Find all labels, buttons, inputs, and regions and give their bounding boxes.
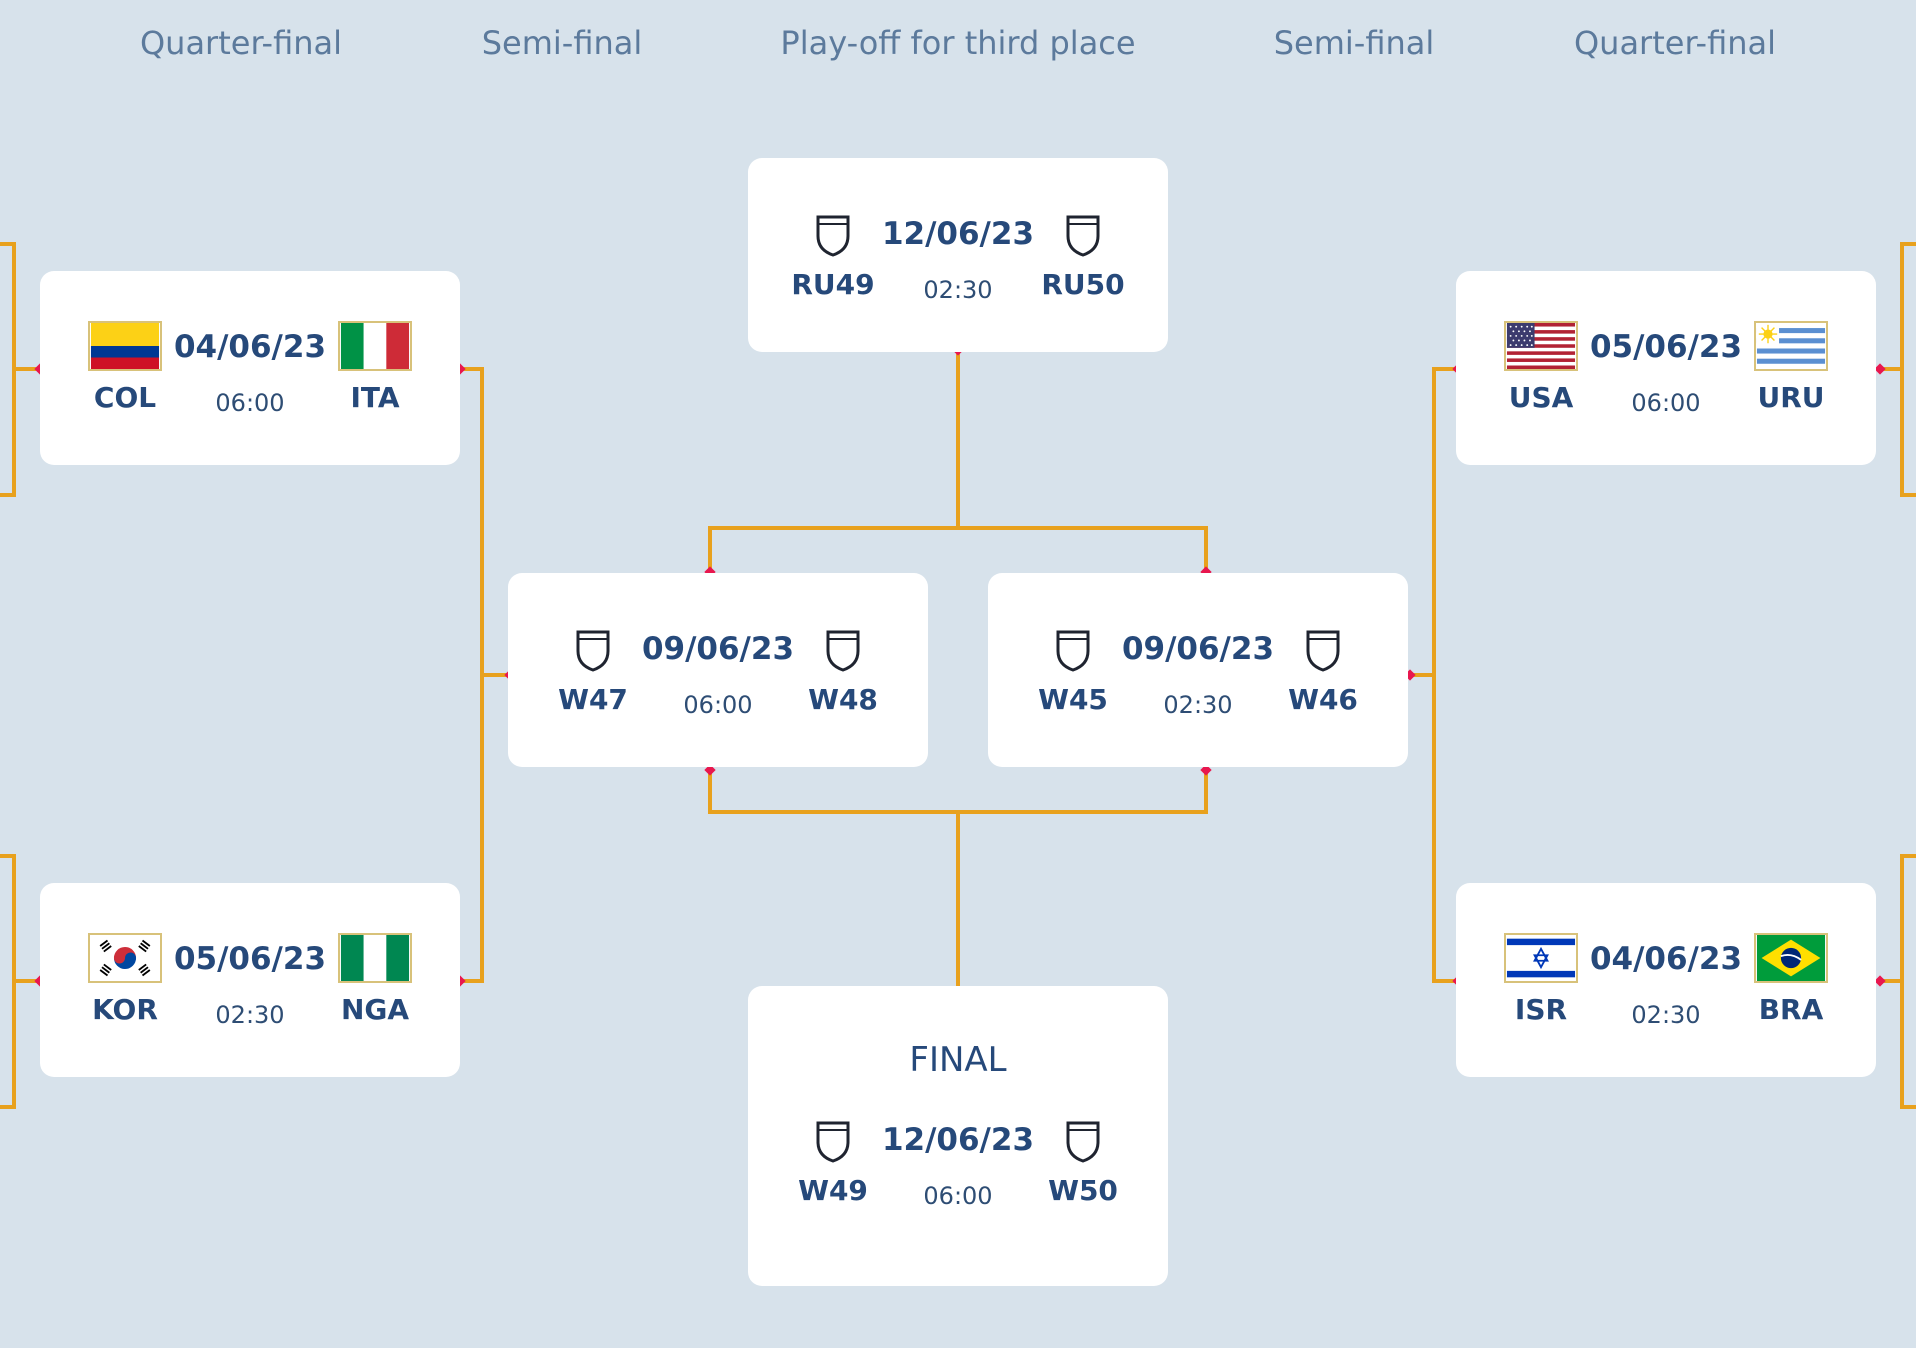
team-slot-away: ITA [320, 321, 430, 414]
match-card-w45-w46[interactable]: W45 09/06/23 02:30 W46 [988, 573, 1408, 767]
final-title: FINAL [909, 1040, 1007, 1080]
israel-flag-icon [1504, 933, 1578, 983]
round-header-third-place: Play-off for third place [780, 24, 1136, 62]
team-slot-away: RU50 [1028, 214, 1138, 301]
match-card-w47-w48[interactable]: W47 09/06/23 06:00 W48 [508, 573, 928, 767]
match-date: 12/06/23 [881, 216, 1035, 252]
round-header-quarter-final-left: Quarter-final [139, 24, 343, 62]
team-slot-away: W46 [1268, 629, 1378, 716]
team-slot-home: ISR [1486, 933, 1596, 1026]
team-code: W46 [1288, 683, 1358, 716]
match-time: 02:30 [1631, 1001, 1701, 1029]
team-slot-home: W47 [538, 629, 648, 716]
brazil-flag-icon [1754, 933, 1828, 983]
team-code: URU [1757, 381, 1825, 414]
round-header-semi-final-left: Semi-final [481, 24, 643, 62]
team-slot-home: RU49 [778, 214, 888, 301]
shield-icon [816, 1121, 850, 1163]
team-slot-away: URU [1736, 321, 1846, 414]
round-header-semi-final-right: Semi-final [1273, 24, 1435, 62]
match-card-col-ita[interactable]: COL 04/06/23 06:00 ITA [40, 271, 460, 465]
shield-icon [826, 630, 860, 672]
match-card-third-place[interactable]: RU49 12/06/23 02:30 RU50 [748, 158, 1168, 352]
team-slot-home: USA [1486, 321, 1596, 414]
uruguay-flag-icon [1754, 321, 1828, 371]
team-slot-away: W50 [1028, 1120, 1138, 1207]
match-date: 04/06/23 [1589, 941, 1743, 977]
usa-flag-icon [1504, 321, 1578, 371]
match-card-usa-uru[interactable]: USA 05/06/23 06:00 URU [1456, 271, 1876, 465]
match-time: 06:00 [1631, 389, 1701, 417]
match-time: 06:00 [923, 1182, 993, 1210]
team-code: W47 [558, 683, 628, 716]
team-slot-home: COL [70, 321, 180, 414]
team-code: USA [1508, 381, 1574, 414]
team-slot-home: W45 [1018, 629, 1128, 716]
south-korea-flag-icon [88, 933, 162, 983]
shield-icon [1056, 630, 1090, 672]
team-slot-away: NGA [320, 933, 430, 1026]
match-date: 05/06/23 [1589, 329, 1743, 365]
shield-icon [1066, 215, 1100, 257]
team-slot-home: W49 [778, 1120, 888, 1207]
match-date: 12/06/23 [881, 1122, 1035, 1158]
match-time: 02:30 [215, 1001, 285, 1029]
team-code: W48 [808, 683, 878, 716]
match-date: 04/06/23 [173, 329, 327, 365]
shield-icon [576, 630, 610, 672]
team-code: W45 [1038, 683, 1108, 716]
nigeria-flag-icon [338, 933, 412, 983]
team-code: BRA [1758, 993, 1824, 1026]
team-slot-home: KOR [70, 933, 180, 1026]
team-code: RU49 [791, 268, 875, 301]
match-time: 02:30 [923, 276, 993, 304]
match-card-isr-bra[interactable]: ISR 04/06/23 02:30 BRA [1456, 883, 1876, 1077]
match-date: 09/06/23 [1121, 631, 1275, 667]
team-code: W50 [1048, 1174, 1118, 1207]
match-date: 05/06/23 [173, 941, 327, 977]
match-time: 06:00 [683, 691, 753, 719]
team-code: KOR [92, 993, 158, 1026]
match-card-final[interactable]: FINAL W49 12/06/23 06:00 W50 [748, 986, 1168, 1286]
team-code: W49 [798, 1174, 868, 1207]
shield-icon [1066, 1121, 1100, 1163]
match-card-kor-nga[interactable]: KOR 05/06/23 02:30 NGA [40, 883, 460, 1077]
team-code: ITA [350, 381, 400, 414]
team-code: COL [93, 381, 157, 414]
team-code: ISR [1514, 993, 1568, 1026]
team-code: NGA [340, 993, 410, 1026]
match-date: 09/06/23 [641, 631, 795, 667]
italy-flag-icon [338, 321, 412, 371]
team-code: RU50 [1041, 268, 1125, 301]
round-header-quarter-final-right: Quarter-final [1573, 24, 1777, 62]
shield-icon [1306, 630, 1340, 672]
match-time: 06:00 [215, 389, 285, 417]
team-slot-away: W48 [788, 629, 898, 716]
colombia-flag-icon [88, 321, 162, 371]
match-time: 02:30 [1163, 691, 1233, 719]
team-slot-away: BRA [1736, 933, 1846, 1026]
shield-icon [816, 215, 850, 257]
